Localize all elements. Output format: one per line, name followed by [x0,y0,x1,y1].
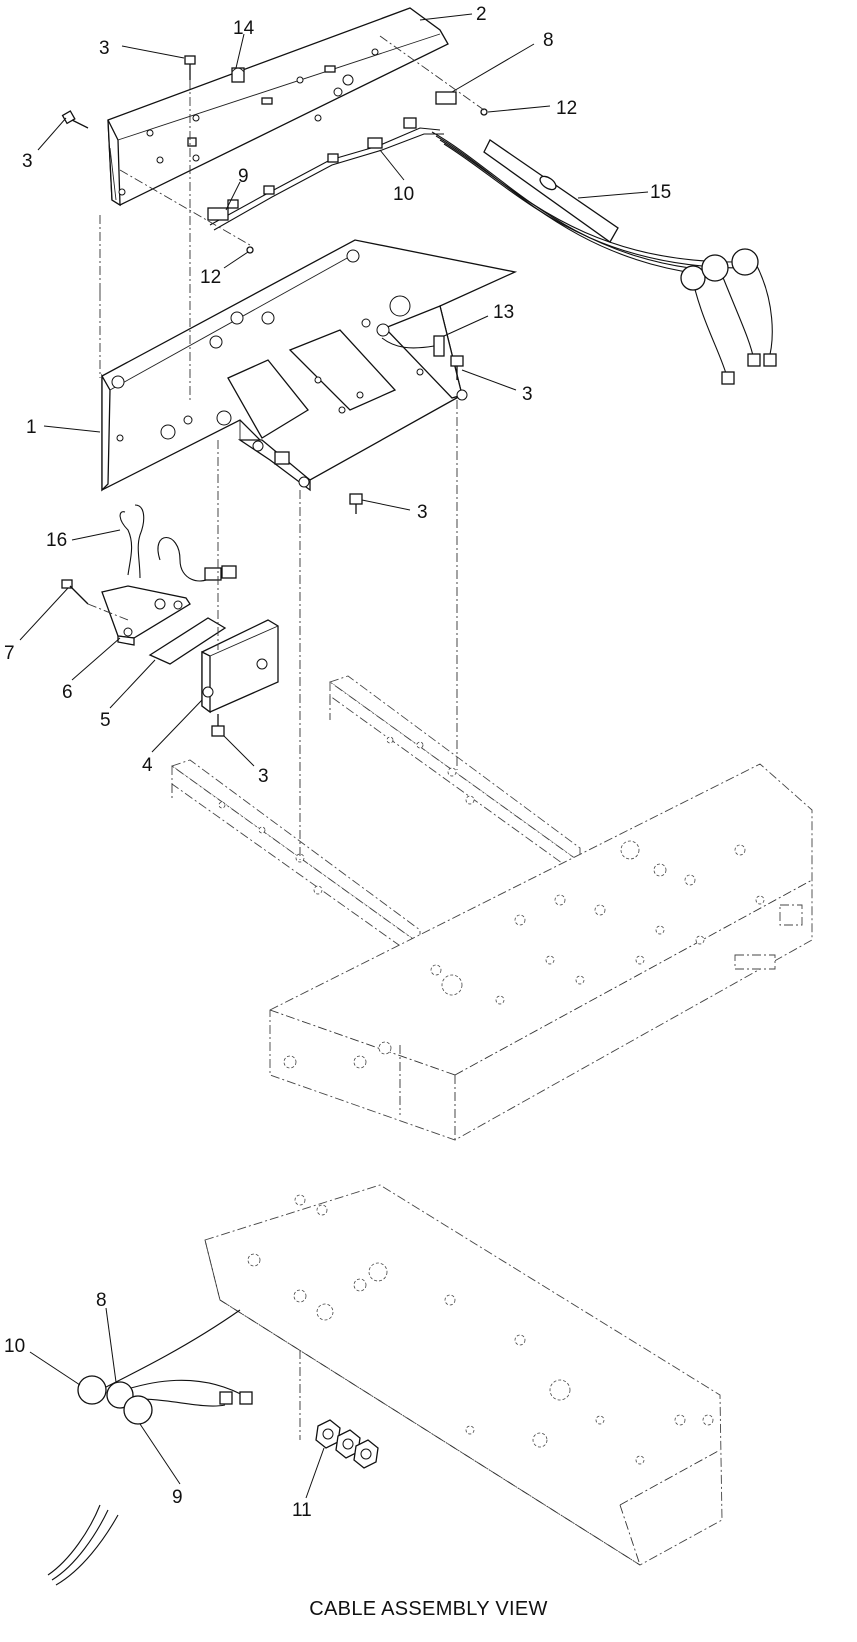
callout-8: 8 [96,1290,107,1311]
callout-9: 9 [238,166,249,187]
sensor-housing-6 [101,585,191,646]
clip-14 [231,67,245,83]
sleeve-15 [483,139,619,243]
callout-7: 7 [4,643,15,664]
callout-2: 2 [476,4,487,25]
chassis-holes-lower [247,1194,714,1465]
chassis-rails-upper [171,675,581,961]
callout-4: 4 [142,755,153,776]
callout-6: 6 [62,682,73,703]
screw-3-plate-bottom [349,493,363,514]
screw-3-left [61,110,89,129]
gasket-5 [148,617,227,665]
leader-lines [19,13,649,1499]
callout-3: 3 [522,384,533,405]
chassis-rail-holes [218,736,475,895]
chassis-frame-lower [204,1184,723,1566]
screw-12-upper [480,108,488,116]
callout-8: 8 [543,30,554,51]
callout-10: 10 [4,1336,25,1357]
view-caption: CABLE ASSEMBLY VIEW [309,1598,548,1620]
chassis-holes-upper [283,840,803,1069]
callout-5: 5 [100,710,111,731]
alignment-lines [87,35,485,860]
callout-10: 10 [393,184,414,205]
screw-3-top [184,55,196,80]
screw-7 [61,579,89,605]
cable-harness-upper [207,91,777,385]
cable-harness-lower [47,1309,253,1586]
callout-3: 3 [258,766,269,787]
callout-9: 9 [172,1487,183,1508]
bracket-4 [201,619,279,714]
callout-14: 14 [233,18,255,39]
nuts-11 [315,1419,379,1469]
chassis-frame-upper [269,763,813,1141]
callout-3: 3 [99,38,110,59]
callout-3: 3 [22,151,33,172]
callout-12: 12 [556,98,577,119]
screw-3-right [450,355,464,380]
callout-1: 1 [26,417,37,438]
callout-13: 13 [493,302,514,323]
hose-16 [119,504,237,582]
callout-11: 11 [292,1500,312,1521]
connector-13 [381,335,445,357]
main-plate [101,239,518,492]
upper-bracket [107,7,449,207]
screw-12-lower [246,246,254,254]
callout-3: 3 [417,502,428,523]
callout-16: 16 [46,530,67,551]
callout-15: 15 [650,182,671,203]
screw-3-sensor [211,714,225,737]
callout-12: 12 [200,267,221,288]
callout-labels: 3 14 2 8 3 12 9 10 15 12 13 3 1 3 16 7 6… [4,4,671,1521]
